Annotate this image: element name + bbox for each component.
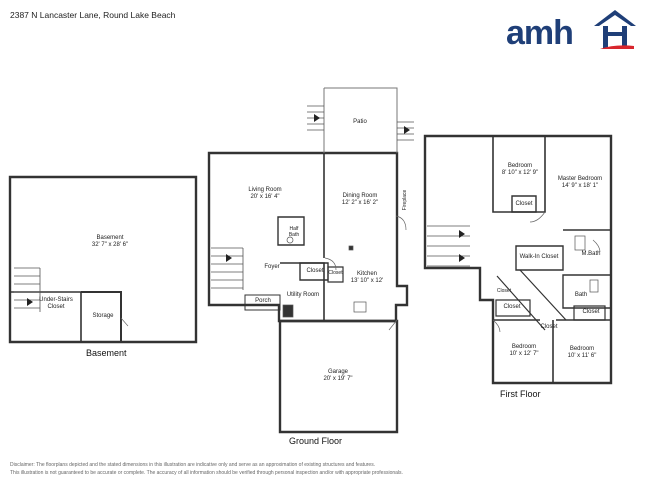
house-roof-icon — [594, 10, 636, 49]
room-walk-in-closet: Walk-In Closet — [519, 254, 559, 260]
room-foyer: Foyer — [264, 264, 280, 270]
room-bath: Bath — [574, 292, 588, 298]
disclaimer: Disclaimer: The floorplans depicted and … — [10, 461, 403, 477]
walkin-walls — [515, 245, 564, 271]
patio-outline — [324, 87, 398, 153]
arrow-icon — [27, 298, 33, 306]
disclaimer-line-1: Disclaimer: The floorplans depicted and … — [10, 462, 376, 468]
first-floor-stairs — [427, 225, 470, 267]
arrow-icon — [226, 254, 232, 262]
property-address: 2387 N Lancaster Lane, Round Lake Beach — [10, 10, 176, 20]
room-fireplace: Fireplace — [402, 189, 408, 211]
arrow-icon — [404, 126, 410, 134]
ground-stairs — [211, 247, 244, 290]
ground-floor-outer-wall — [207, 151, 409, 323]
room-closet-bedroom-2: Closet — [503, 304, 521, 310]
closet-bed1-walls — [511, 195, 537, 213]
closet-small-walls — [327, 266, 344, 283]
room-closet-ground: Closet — [306, 268, 324, 274]
disclaimer-line-2: This illustration is not guaranteed to b… — [10, 470, 403, 476]
floor-title-first: First Floor — [500, 389, 541, 399]
floor-title-ground: Ground Floor — [289, 436, 343, 446]
amh-logo: amh — [506, 8, 640, 54]
room-master-bath: M.Bath — [581, 251, 601, 257]
basement-outer-wall — [8, 175, 198, 344]
arrow-icon — [459, 230, 465, 238]
room-porch: Porch — [255, 298, 271, 304]
garage-walls — [278, 319, 399, 434]
first-floor-outer-wall — [423, 134, 613, 385]
room-utility: Utility Room — [286, 292, 320, 298]
logo-wordmark: amh — [506, 14, 574, 52]
room-half-bath: Half Bath — [288, 226, 300, 238]
arrow-icon — [459, 254, 465, 262]
room-closet-bedroom-3: Closet — [540, 324, 558, 330]
bath-walls — [562, 274, 612, 309]
half-bath-walls — [277, 216, 305, 246]
basement-stairs — [14, 267, 41, 312]
room-closet-small: Closet — [328, 270, 343, 276]
room-closet-hall: Closet — [496, 288, 512, 294]
room-under-stairs-closet: Under-Stairs Closet — [39, 297, 73, 311]
porch-walls — [244, 294, 281, 311]
room-closet-bedroom-1: Closet — [515, 201, 533, 207]
hallway-diagonal — [496, 269, 567, 331]
room-storage: Storage — [92, 313, 114, 319]
arrow-icon — [314, 114, 320, 122]
storage-walls — [81, 291, 122, 342]
room-closet-upper: Closet — [582, 309, 600, 315]
floor-title-basement: Basement — [86, 348, 127, 358]
room-patio: Patio — [353, 119, 367, 125]
